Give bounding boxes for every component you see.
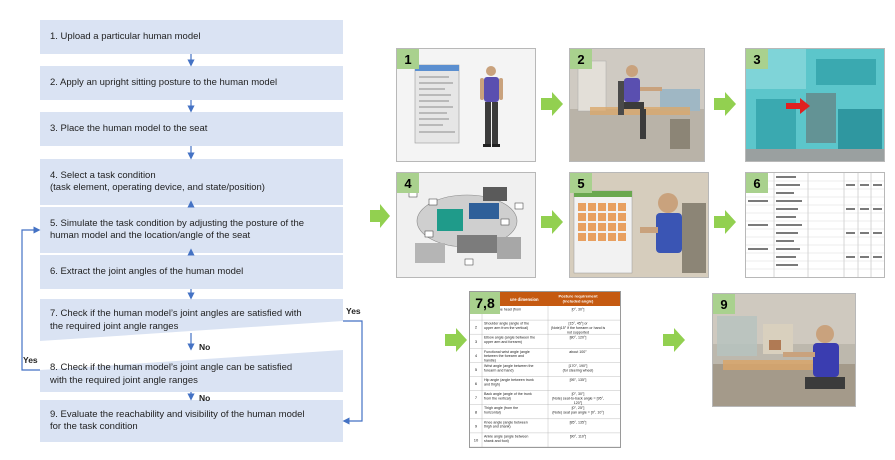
table-header-right: (included angle) — [563, 299, 594, 304]
flow-step-4: 4. Select a task condition (task element… — [40, 159, 343, 205]
table-row-requirement: (for steering wheel) — [563, 368, 594, 372]
panel-1-illustration — [414, 64, 503, 147]
table-row-requirement: about 100° — [569, 350, 587, 354]
label-no-8: No — [199, 393, 211, 403]
panel-3-badge: 3 — [746, 49, 768, 69]
table-row-requirement: [80°, 120°] — [570, 336, 587, 340]
table-row-number: 8 — [475, 409, 478, 414]
flow-step-1-text: 1. Upload a particular human model — [50, 30, 201, 42]
panel-9-reach-visibility: 9 — [712, 293, 856, 407]
panel-9-illustration — [713, 294, 855, 406]
table-row-requirement: [15°, 45°] or — [568, 322, 588, 326]
label-yes-8: Yes — [23, 355, 38, 365]
table-row-description: Hip angle (angle between trunk — [484, 378, 534, 382]
flow-step-2: 2. Apply an upright sitting posture to t… — [40, 66, 343, 100]
panel-5-posture-simulation: 5 — [569, 172, 709, 278]
flow-step-3: 3. Place the human model to the seat — [40, 112, 343, 146]
table-row-description: horizontal) — [484, 411, 501, 415]
table-row-description: Shoulder angle (angle of the — [484, 322, 529, 326]
table-header-right: Posture requirement — [558, 294, 598, 299]
table-row-description: Elbow angle (angle between the — [484, 336, 535, 340]
table-header-left: ure dimension — [510, 297, 539, 302]
table-row-number: 5 — [475, 367, 478, 372]
table-row-description: Functional wrist angle (angle — [484, 350, 530, 354]
table-row-requirement: [0°, 30°] — [572, 392, 585, 396]
flow-step-3-text: 3. Place the human model to the seat — [50, 122, 208, 134]
table-row-description: Thigh angle (from the — [484, 406, 518, 410]
flow-step-5-text: 5. Simulate the task condition by adjust… — [50, 217, 305, 242]
decision-8-shape — [40, 350, 343, 392]
table-row-requirement: 120°] — [574, 401, 582, 405]
panel-4-illustration — [397, 173, 535, 277]
panel-2-badge: 2 — [570, 49, 592, 69]
panel-6-illustration — [746, 173, 884, 277]
table-row-description: between the forearm and — [484, 354, 524, 358]
table-row-number: 9 — [475, 423, 478, 428]
panel-5-badge: 5 — [570, 173, 592, 193]
table-row-number: 6 — [475, 381, 478, 386]
table-row-requirement: [170°, 190°] — [569, 364, 588, 368]
flow-step-6-text: 6. Extract the joint angles of the human… — [50, 265, 244, 277]
panel-7-8-requirement-table: ure dimension Posture requirement(include… — [469, 291, 621, 448]
table-row-description: thigh and shank) — [484, 425, 511, 429]
requirement-table: ure dimension Posture requirement(include… — [470, 292, 620, 447]
label-no-7: No — [199, 342, 211, 352]
panel-2-illustration — [570, 49, 704, 161]
table-row-requirement: (Note) seat pan angle = [0°, 10°] — [552, 411, 604, 415]
table-row-description: angle of the head (from — [484, 308, 521, 312]
table-row-description: shank and foot) — [484, 439, 509, 443]
table-row-requirement: [95°, 135°] — [570, 378, 587, 382]
table-row-requirement: [0°, 25°] — [572, 406, 585, 410]
panel-1-human-model: 1 — [396, 48, 536, 162]
table-row-number: 2 — [475, 325, 478, 330]
table-row-description: Back angle (angle of the trunk — [484, 392, 532, 396]
flow-step-4-text: 4. Select a task condition (task element… — [50, 169, 265, 194]
table-row-description: Wrist angle (angle between the — [484, 364, 533, 368]
table-row-description: and thigh) — [484, 382, 500, 386]
panel-3-seat-placement: 3 — [745, 48, 885, 162]
decision-7-text: 7. Check if the human model’s joint angl… — [50, 308, 302, 332]
panel-4-badge: 4 — [397, 173, 419, 193]
table-row-number: 10 — [474, 437, 479, 442]
table-row-requirement: (Note)15° if the forearm or hand is — [551, 326, 606, 330]
table-row-description: forearm and hand) — [484, 368, 514, 372]
panel-7-8-badge: 7,8 — [470, 292, 500, 314]
table-row-description: upper arm and forearm) — [484, 340, 522, 344]
table-row-requirement: [90°, 110°] — [570, 434, 587, 438]
table-row-requirement: [0°, 30°] — [572, 308, 585, 312]
panel-9-badge: 9 — [713, 294, 735, 314]
decision-8-text: 8. Check if the human model’s joint angl… — [50, 362, 293, 386]
table-row-requirement: (Note) seat-to-back angle = [95°, — [552, 397, 604, 401]
label-yes-7: Yes — [346, 306, 361, 316]
panel-2-sitting-posture: 2 — [569, 48, 705, 162]
table-row-requirement: not supported — [567, 330, 589, 334]
flow-step-2-text: 2. Apply an upright sitting posture to t… — [50, 76, 278, 88]
panel-3-illustration — [746, 49, 884, 161]
table-row-description: from the vertical) — [484, 397, 511, 401]
table-row-description: upper arm from the vertical) — [484, 326, 528, 330]
panel-6-badge: 6 — [746, 173, 768, 193]
decision-7-shape — [40, 299, 343, 341]
panel-6-joint-angle-table: 6 — [745, 172, 885, 278]
table-row-description: handle) — [484, 359, 496, 363]
flow-step-6: 6. Extract the joint angles of the human… — [40, 255, 343, 289]
table-row-number: 7 — [475, 395, 478, 400]
table-header-bar — [470, 292, 620, 306]
panel-5-illustration — [570, 173, 708, 277]
table-row-description: Ankle angle (angle between — [484, 434, 528, 438]
table-row-requirement: [85°, 135°] — [570, 420, 587, 424]
table-row-number: 3 — [475, 339, 478, 344]
flow-step-9-text: 9. Evaluate the reachability and visibil… — [50, 408, 305, 433]
table-row-description: Knee angle (angle between — [484, 420, 528, 424]
flow-step-1: 1. Upload a particular human model — [40, 20, 343, 54]
flow-step-9: 9. Evaluate the reachability and visibil… — [40, 400, 343, 442]
table-row-number: 4 — [475, 353, 478, 358]
panel-4-task-condition: 4 — [396, 172, 536, 278]
flow-step-5: 5. Simulate the task condition by adjust… — [40, 207, 343, 253]
panel-1-badge: 1 — [397, 49, 419, 69]
